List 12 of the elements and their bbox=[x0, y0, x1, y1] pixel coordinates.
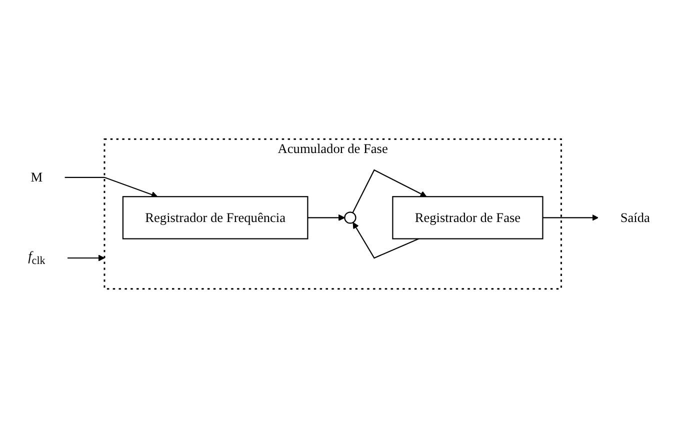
node-text: Saída bbox=[620, 210, 650, 225]
arrow bbox=[68, 254, 105, 262]
arrow bbox=[352, 222, 420, 259]
arrow bbox=[64, 176, 158, 198]
node-text: f$_{clk}$ bbox=[28, 248, 46, 267]
node-circle bbox=[344, 212, 356, 224]
arrow bbox=[352, 169, 427, 213]
node-box bbox=[392, 196, 544, 240]
arrow bbox=[308, 214, 345, 221]
node-text: M bbox=[30, 170, 43, 184]
arrow bbox=[542, 214, 598, 221]
node-box bbox=[122, 196, 308, 240]
